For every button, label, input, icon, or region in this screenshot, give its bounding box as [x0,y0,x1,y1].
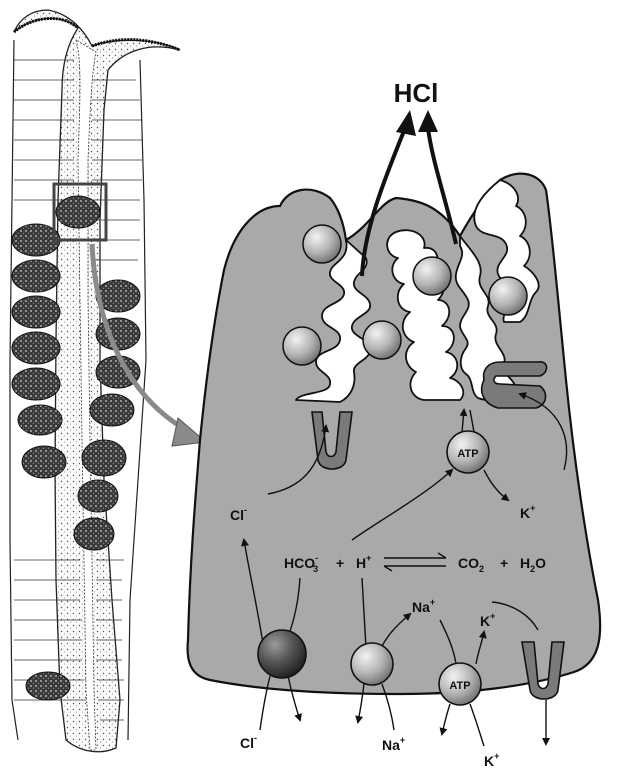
parietal-cell: HCl ATP Cl- K+ [188,78,601,769]
gastric-gland-illustration [10,10,180,752]
na-lower-label: Na+ [382,735,405,753]
hcl-arrow-right-head [418,110,438,132]
k-atpase-blood-line [470,704,484,746]
vesicle-sphere [413,257,451,295]
cl-hco3-exchanger [258,630,306,678]
hcl-arrow-left-head [396,110,416,136]
reaction-hco3: HCO-3 [284,553,318,574]
vesicle-sphere [283,327,321,365]
reaction-plus-1: + [336,555,344,571]
k-lower-label: K+ [484,751,499,769]
vesicle-sphere [303,225,341,263]
basal-atpase-label: ATP [449,680,470,692]
vesicle-sphere [489,277,527,315]
gland-right-wall [128,60,146,740]
hcl-label: HCl [394,78,439,108]
na-h-exchanger [351,643,393,685]
na-atpase-out-arrow [442,704,450,734]
apical-atpase-label: ATP [457,448,478,460]
reaction-plus-2: + [500,555,508,571]
cl-lower-label: Cl- [240,733,257,751]
vesicle-sphere [363,321,401,359]
